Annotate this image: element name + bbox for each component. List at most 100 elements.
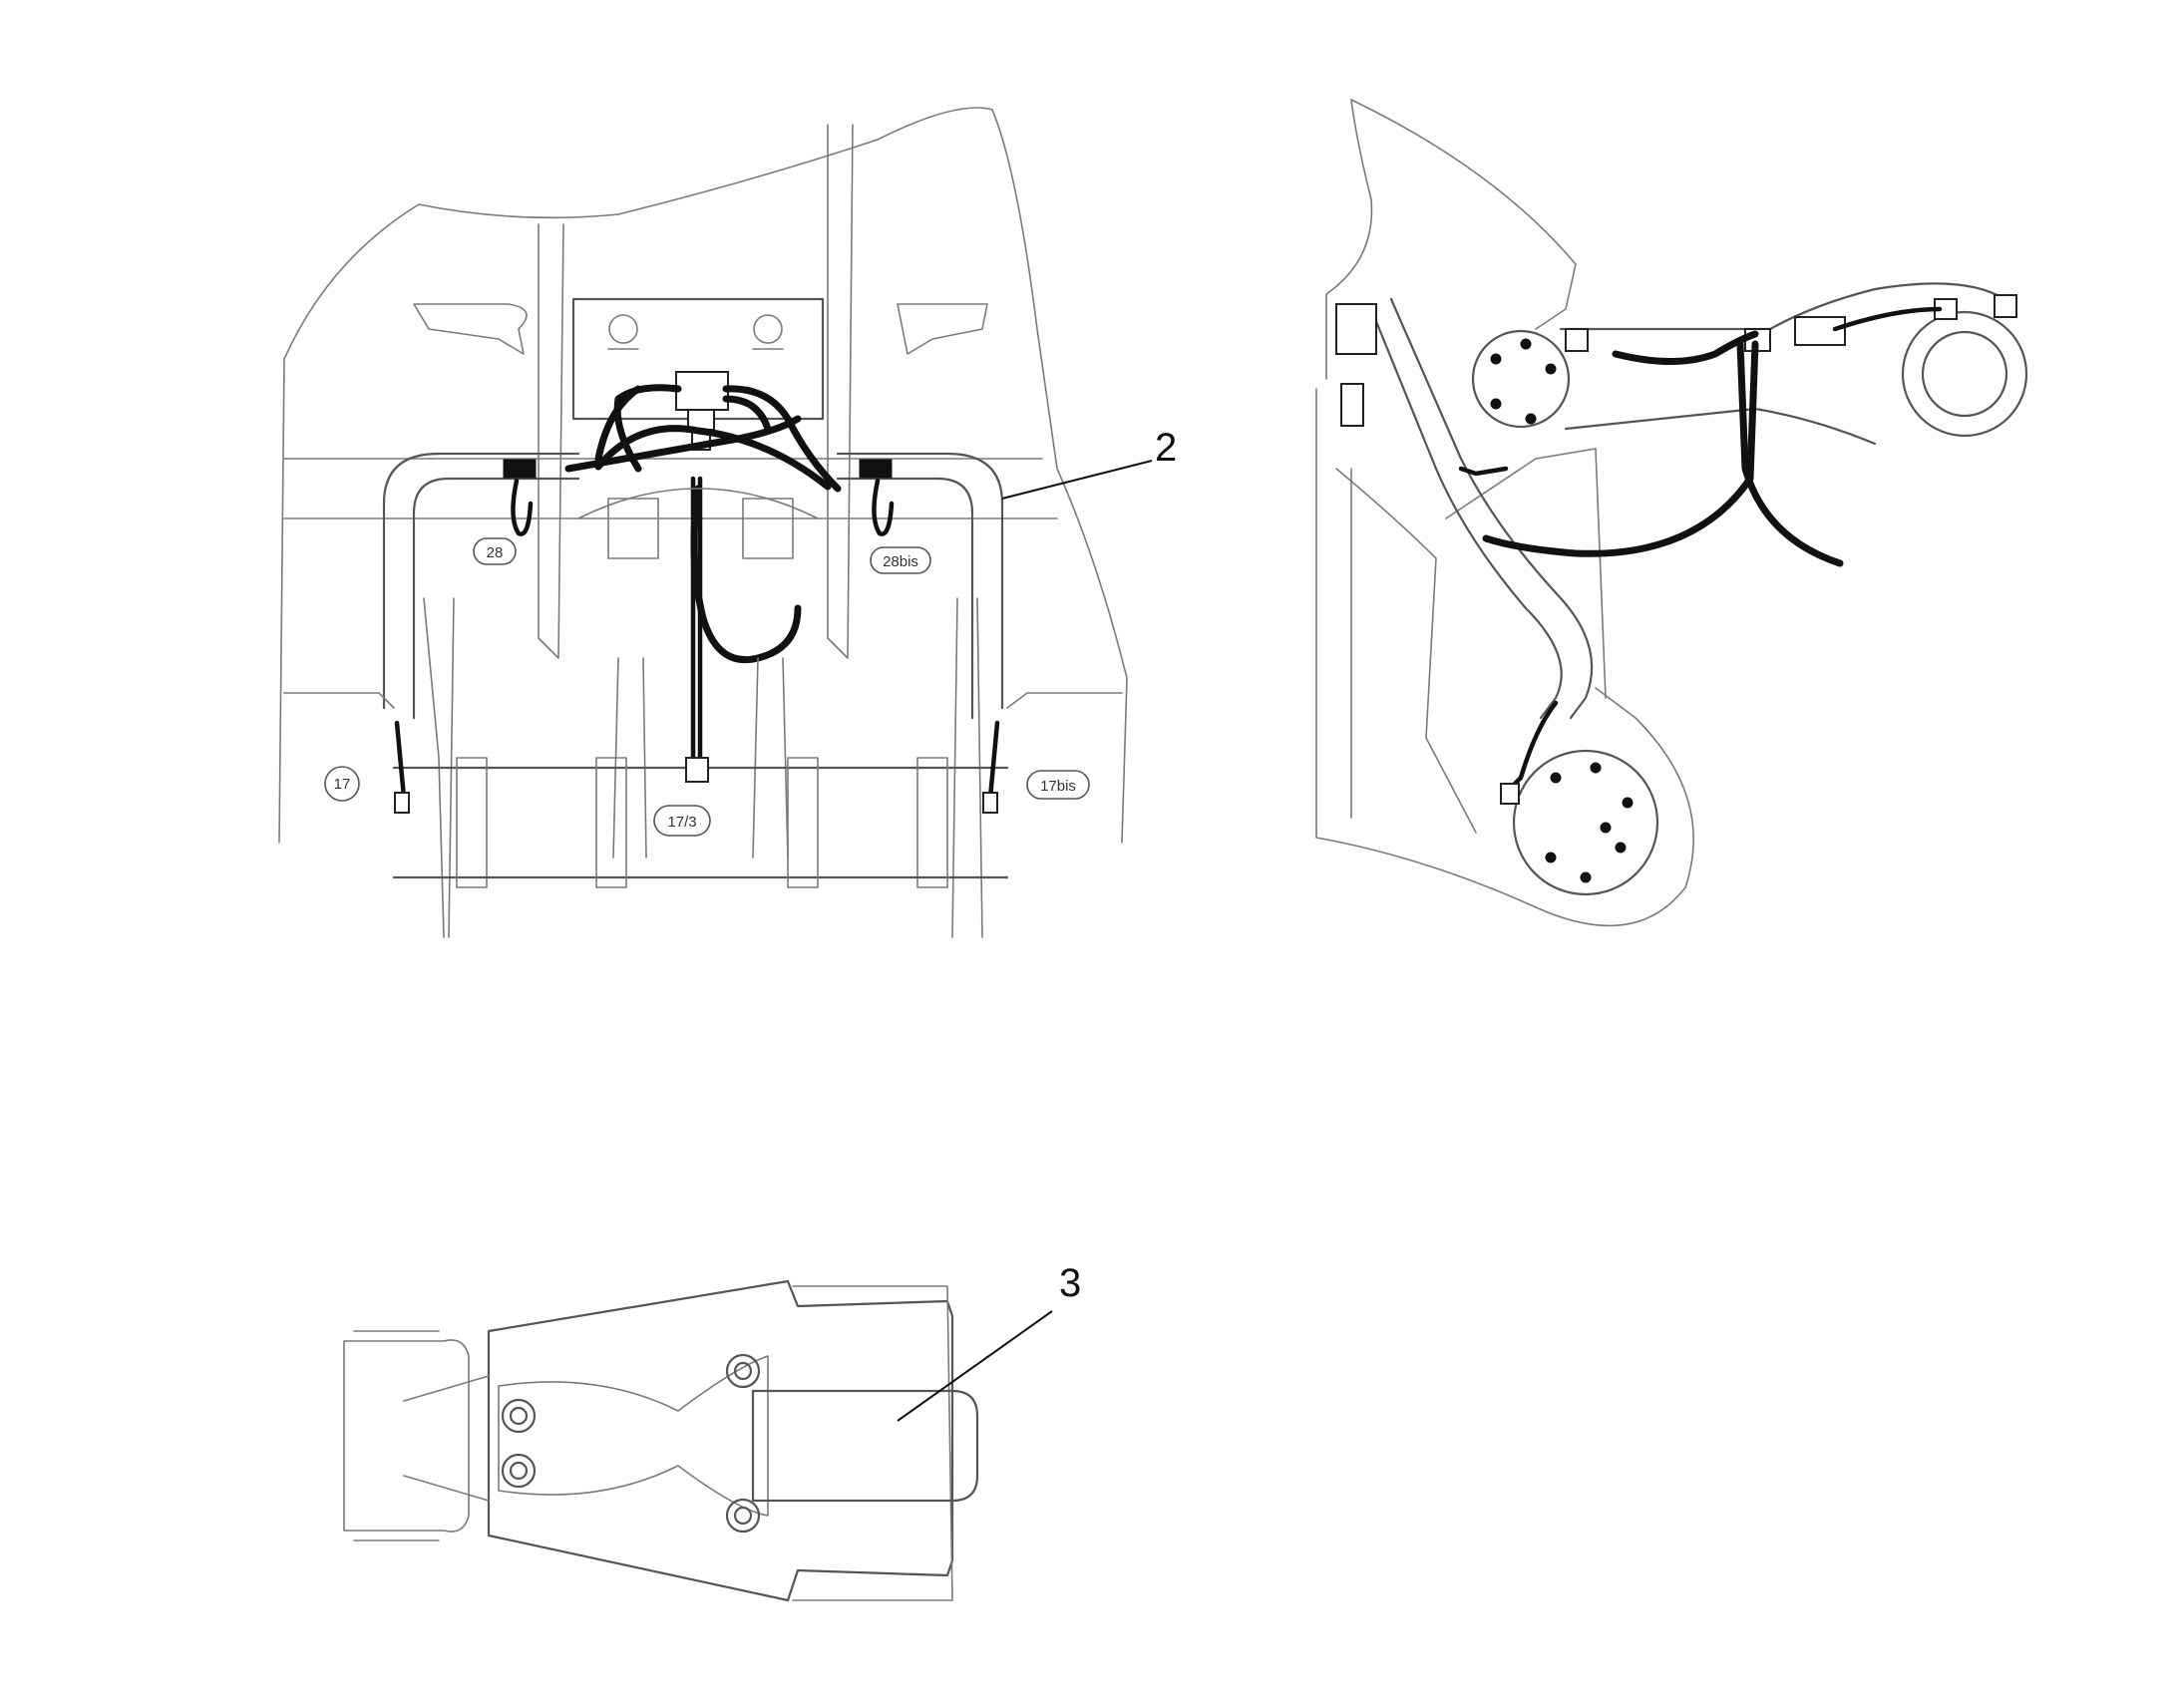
center-block-left <box>607 498 659 559</box>
svg-text:28bis: 28bis <box>883 553 918 570</box>
side-fitting-block <box>1335 303 1377 355</box>
bolt-hole-icon <box>501 1453 537 1489</box>
lower-shelf <box>283 692 1123 709</box>
diagonal-pipe-inner <box>1389 297 1594 720</box>
left-upright <box>538 223 564 659</box>
left-lower-fitting <box>394 792 410 814</box>
upper-crossbar-right <box>897 303 988 355</box>
part-tag-17bis: 17bis <box>1026 770 1090 800</box>
hose-drop <box>690 485 802 664</box>
hub-bolt-icon <box>1545 363 1557 375</box>
bracket-back-plate <box>792 1285 953 1601</box>
bolt-hole-icon <box>725 1498 761 1534</box>
hub-bolt-icon <box>1525 413 1537 425</box>
arm-eye-outer <box>1901 310 2028 438</box>
bracket-plate <box>487 1279 954 1602</box>
side-hose-right <box>1832 306 1943 332</box>
svg-text:17/3: 17/3 <box>667 814 696 831</box>
part-tag-28bis: 28bis <box>870 546 931 574</box>
right-tube-clamp <box>859 459 893 479</box>
right-small-hose <box>872 478 895 536</box>
side-lower-outline <box>1315 388 1694 927</box>
bracket-tube-rings <box>353 1330 440 1541</box>
center-block-right <box>742 498 794 559</box>
side-body-outline <box>1325 99 1577 380</box>
part-tag-17: 17 <box>324 766 360 802</box>
shaft-collar <box>456 757 488 888</box>
bolt-icon <box>753 314 783 344</box>
left-guide-tube <box>382 452 580 710</box>
manifold-housing <box>571 297 825 421</box>
hub-bolt-icon <box>1520 338 1532 350</box>
bracket-tube <box>343 1339 470 1533</box>
lower-hub <box>1512 749 1659 896</box>
shaft-collar <box>595 757 627 888</box>
right-lower-hose <box>987 720 1000 801</box>
bracket-arm <box>403 1375 490 1502</box>
bracket-cutout <box>498 1355 769 1517</box>
bracket-view: 3 <box>343 1261 1081 1602</box>
bolt-hole-icon <box>509 1406 529 1426</box>
frame-outline <box>278 107 1128 844</box>
left-tube-clamp <box>503 459 537 479</box>
bolt-hole-icon <box>733 1506 753 1526</box>
side-plate <box>1445 448 1607 699</box>
right-guide-tube-inner <box>836 477 974 720</box>
hub-bolt-icon <box>1490 353 1502 365</box>
left-small-hose <box>511 478 534 536</box>
hose-right-loop <box>722 385 842 493</box>
shaft-collar <box>787 757 819 888</box>
part-tag-28: 28 <box>473 537 517 565</box>
left-guide-tube-inner <box>412 477 580 720</box>
upper-arm-lower-edge <box>1564 407 1877 446</box>
svg-text:17: 17 <box>334 776 351 793</box>
lower-fitting <box>685 757 709 783</box>
diagonal-pipe <box>1369 307 1563 720</box>
bolt-hole-icon <box>501 1398 537 1434</box>
lower-hub-fitting <box>1500 783 1520 805</box>
hose-left-loop-2 <box>613 384 682 473</box>
hub-bolt-icon <box>1600 822 1612 834</box>
hose-right-loop-2 <box>722 395 772 433</box>
callout-2-leader <box>1001 460 1153 500</box>
bolt-hole-icon <box>725 1353 761 1389</box>
bolt-hole-icon <box>509 1461 529 1481</box>
side-inner-arm <box>1335 468 1477 834</box>
hub-bolt-icon <box>1545 852 1557 863</box>
callout-3: 3 <box>1059 1261 1081 1305</box>
valve-block <box>675 371 729 411</box>
part-tag-17ter: 17/3 <box>653 805 711 837</box>
hub-bolt-icon <box>1622 797 1634 809</box>
shaft-collar <box>916 757 948 888</box>
hub-bolt-icon <box>1580 871 1592 883</box>
hub-bolt-icon <box>1615 842 1627 854</box>
right-guide-tube <box>836 452 1004 710</box>
side-view <box>1315 99 2028 927</box>
side-fitting <box>1794 316 1846 346</box>
bolt-icon <box>608 314 638 344</box>
center-finger-right <box>752 657 789 858</box>
callout-3-leader <box>897 1310 1053 1422</box>
upper-arm <box>1559 282 2006 331</box>
center-arch <box>577 488 819 519</box>
side-fitting <box>1994 294 2017 318</box>
hub-bolt-icon <box>1490 398 1502 410</box>
right-upright <box>827 124 854 659</box>
svg-text:17bis: 17bis <box>1040 778 1076 795</box>
hub-bolt-icon <box>1590 762 1602 774</box>
side-hose-short <box>1458 466 1509 477</box>
upper-hub <box>1471 329 1571 429</box>
right-lower-fitting <box>982 792 998 814</box>
callout-2: 2 <box>1155 426 1177 470</box>
bolt-hole-icon <box>733 1361 753 1381</box>
svg-text:28: 28 <box>487 544 504 561</box>
side-fitting-small <box>1340 383 1364 427</box>
lower-hub-hose <box>1508 700 1559 791</box>
bracket-clip <box>751 1389 979 1503</box>
front-view: 28 28bis 17 17bis 17/3 2 <box>278 107 1177 938</box>
hub-bolt-icon <box>1550 772 1562 784</box>
side-hose-loop-2 <box>1482 340 1759 557</box>
arm-eye-inner <box>1921 330 2008 418</box>
side-hose-top <box>1612 330 1759 365</box>
